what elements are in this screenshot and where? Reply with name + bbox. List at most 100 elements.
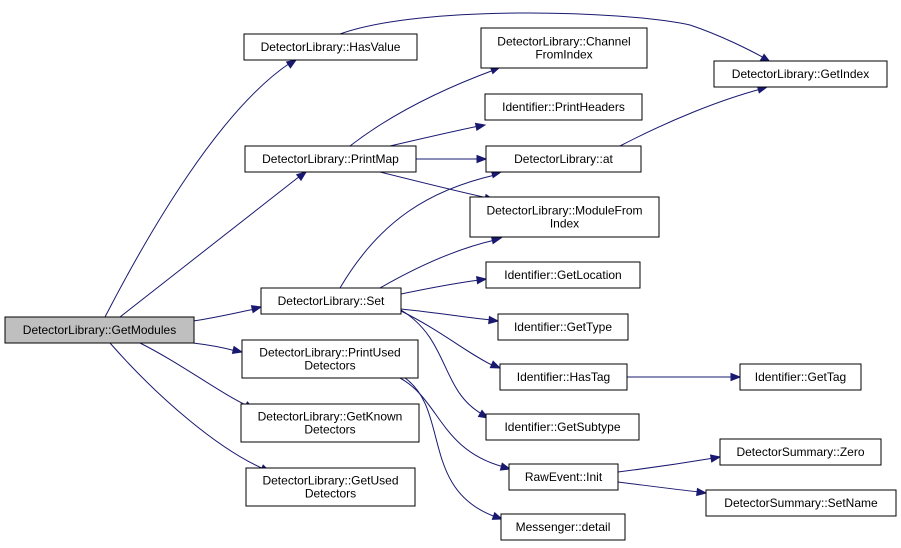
node-label: Identifier::GetType [514, 320, 612, 334]
edge-line [400, 279, 481, 295]
node-label: DetectorLibrary::HasValue [261, 40, 401, 54]
node-detail[interactable]: Messenger::detail [500, 513, 626, 541]
node-label: Detectors [305, 487, 356, 501]
arrowhead [489, 360, 502, 369]
edge-line [192, 342, 237, 352]
edge-line [339, 174, 496, 289]
edge-line [619, 88, 762, 147]
node-box [469, 196, 660, 238]
edge-line [400, 308, 493, 321]
node-box [705, 489, 897, 517]
edge-line [192, 308, 256, 322]
node-gettag[interactable]: Identifier::GetTag [739, 363, 862, 391]
node-label: Identifier::GetLocation [504, 268, 621, 282]
node-label: Identifier::HasTag [517, 370, 610, 384]
edge-getmodules-to-printmap [119, 171, 308, 318]
node-box [500, 513, 626, 541]
edge-printmap-to-channel [349, 66, 502, 147]
node-label: Detectors [304, 423, 355, 437]
edge-line [104, 62, 291, 318]
node-box [739, 363, 862, 391]
edge-line [404, 377, 497, 518]
node-label: DetectorLibrary::PrintUsed [259, 346, 400, 360]
node-label: Detectors [304, 359, 355, 373]
node-printmap[interactable]: DetectorLibrary::PrintMap [244, 145, 417, 173]
arrowhead [730, 372, 742, 382]
arrowhead [488, 315, 500, 325]
node-label: RawEvent::Init [525, 470, 603, 484]
node-box [719, 438, 882, 466]
node-printheaders[interactable]: Identifier::PrintHeaders [484, 93, 643, 121]
edge-line [617, 481, 701, 493]
node-getindex[interactable]: DetectorLibrary::GetIndex [713, 60, 888, 88]
node-label: Index [550, 217, 579, 231]
node-box [480, 27, 648, 69]
node-label: Messenger::detail [516, 520, 611, 534]
arrowhead [285, 59, 298, 69]
edge-line [139, 342, 249, 407]
node-box [243, 33, 418, 61]
node-box [260, 287, 402, 315]
edge-line [339, 12, 767, 60]
edge-getmodules-to-printused [192, 342, 244, 354]
edge-line [109, 342, 265, 470]
node-box [485, 145, 642, 173]
node-box [497, 313, 629, 341]
arrowhead [499, 462, 512, 471]
node-box [240, 403, 420, 443]
node-box [508, 463, 619, 491]
edge-at-to-getindex [619, 85, 769, 147]
edge-line [379, 239, 496, 289]
node-getmodules[interactable]: DetectorLibrary::GetModules [4, 316, 195, 344]
arrowhead [474, 122, 487, 132]
node-box [241, 339, 419, 379]
edge-line [400, 309, 483, 415]
arrowhead [231, 345, 244, 354]
edge-rawinit-to-zero [617, 454, 722, 473]
node-label: DetectorLibrary::PrintMap [262, 152, 399, 166]
edge-line [349, 69, 495, 147]
edge-hastag-to-gettag [627, 372, 742, 382]
node-box [713, 60, 888, 88]
node-getlocation[interactable]: Identifier::GetLocation [485, 261, 641, 289]
arrowhead [491, 511, 504, 520]
arrowhead [490, 236, 503, 245]
node-zero[interactable]: DetectorSummary::Zero [719, 438, 882, 466]
edge-printmap-to-at [416, 154, 488, 164]
edge-line [119, 175, 301, 318]
edge-line [389, 125, 480, 147]
edge-line [399, 377, 505, 468]
edge-printmap-to-printheaders [389, 122, 487, 147]
node-setname[interactable]: DetectorSummary::SetName [705, 489, 897, 517]
node-label: DetectorLibrary::GetKnown [258, 410, 403, 424]
node-label: Identifier::PrintHeaders [502, 100, 625, 114]
node-box [484, 93, 643, 121]
node-label: Identifier::GetTag [755, 370, 846, 384]
node-rawinit[interactable]: RawEvent::Init [508, 463, 619, 491]
node-label: DetectorLibrary::Channel [497, 35, 630, 49]
edge-line [617, 457, 715, 473]
arrowhead [696, 487, 708, 497]
node-label: DetectorLibrary::GetIndex [732, 67, 869, 81]
node-box [485, 413, 640, 441]
edge-set-to-modulefrom [379, 236, 503, 289]
edge-getmodules-to-set [192, 305, 263, 322]
node-gettype[interactable]: Identifier::GetType [497, 313, 629, 341]
node-box [244, 145, 417, 173]
edge-set-to-getlocation [400, 276, 488, 295]
node-hasvalue[interactable]: DetectorLibrary::HasValue [243, 33, 418, 61]
node-hastag[interactable]: Identifier::HasTag [499, 363, 628, 391]
node-label: DetectorLibrary::ModuleFrom [486, 204, 642, 218]
node-box [4, 316, 195, 344]
node-getsubtype[interactable]: Identifier::GetSubtype [485, 413, 640, 441]
node-label: DetectorSummary::Zero [736, 445, 864, 459]
arrowhead [709, 454, 722, 463]
node-label: Identifier::GetSubtype [504, 420, 620, 434]
node-set[interactable]: DetectorLibrary::Set [260, 287, 402, 315]
node-at[interactable]: DetectorLibrary::at [485, 145, 642, 173]
